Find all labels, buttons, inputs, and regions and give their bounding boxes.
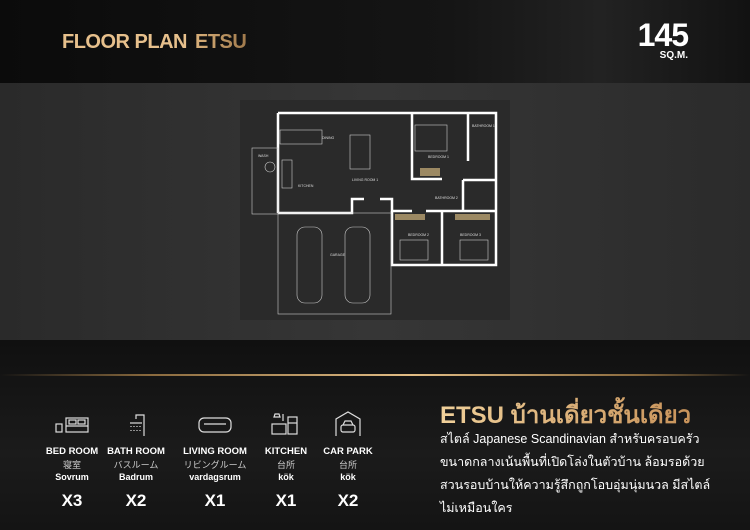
room-bathroom1: BATHROOM 1 [472, 124, 495, 128]
room-bedroom1: BEDROOM 1 [428, 155, 449, 159]
room-bathroom2: BATHROOM 2 [435, 196, 458, 200]
bed-icon [55, 417, 89, 433]
description-title: ETSU บ้านเดี่ยวชั้นเดียว [440, 395, 691, 434]
feature-living-room: LIVING ROOM リビングルーム vardagsrum X1 [175, 410, 255, 511]
feature-bedroom: BED ROOM 寝室 Sovrum X3 [32, 410, 112, 511]
room-kitchen: KITCHEN [298, 184, 314, 188]
room-garage: GARAGE [330, 253, 346, 257]
info-section [0, 340, 750, 530]
kitchen-icon [271, 413, 298, 435]
garage-icon [335, 411, 361, 436]
area-unit: SQ.M. [659, 50, 688, 61]
feature-kitchen: KITCHEN 台所 kök X1 [246, 410, 326, 511]
room-dining: DINING [322, 136, 335, 140]
description: สไตล์ Japanese Scandinavian สำหรับครอบคร… [440, 432, 711, 515]
area-badge: 145 SQ.M. [637, 17, 689, 62]
gold-divider [0, 374, 750, 376]
room-bedroom3: BEDROOM 3 [460, 233, 481, 237]
floor-plan: DINING WASH KITCHEN LIVING ROOM 1 BEDROO… [240, 100, 510, 320]
sofa-icon [198, 417, 232, 433]
model-name: ETSU [195, 31, 247, 53]
feature-bathroom: BATH ROOM バスルーム Badrum X2 [96, 410, 176, 511]
shower-icon [130, 414, 145, 436]
room-bedroom2: BEDROOM 2 [408, 233, 429, 237]
feature-car-park: CAR PARK 台所 kök X2 [308, 410, 388, 511]
room-wash: WASH [258, 154, 269, 158]
area-value: 145 [637, 17, 689, 53]
room-living: LIVING ROOM 1 [352, 178, 378, 182]
